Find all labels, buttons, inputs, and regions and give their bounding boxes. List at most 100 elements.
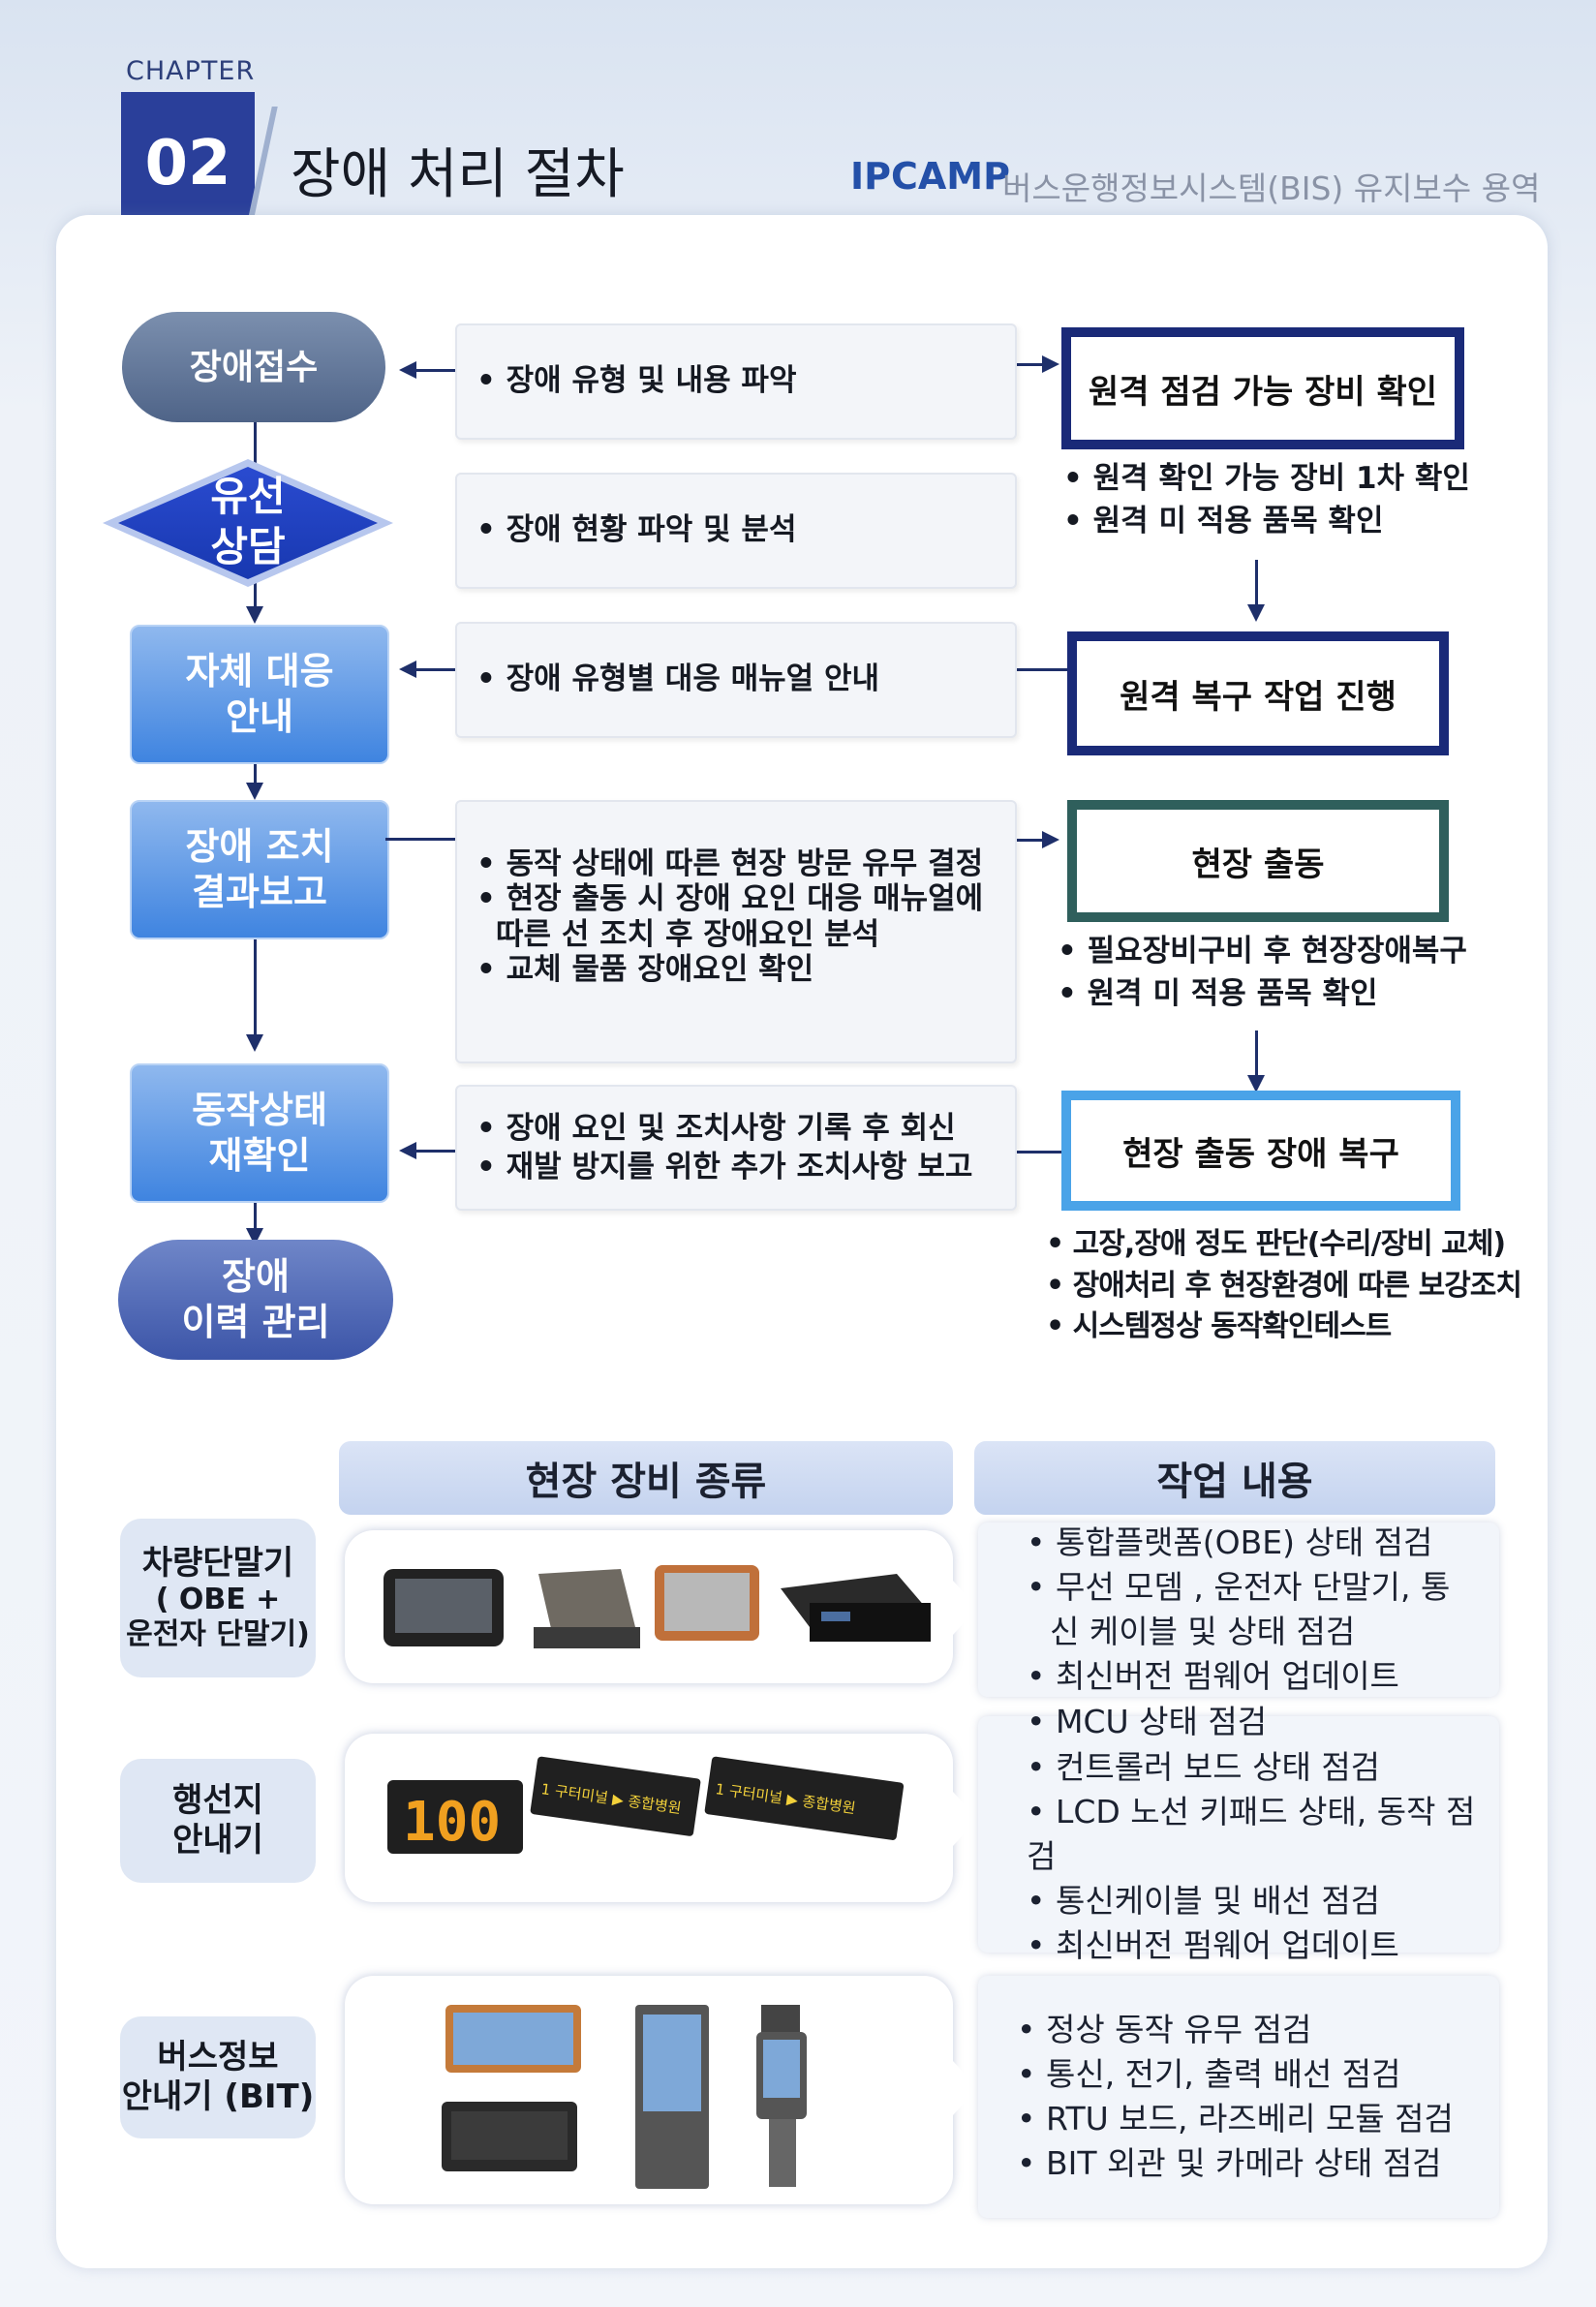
- led-number: 100: [403, 1791, 501, 1854]
- col-header-work: 작업 내용: [974, 1441, 1495, 1515]
- bit-image: [345, 1976, 953, 2204]
- notes-remote-check: 원격 확인 가능 장비 1차 확인 원격 미 적용 품목 확인: [1063, 457, 1470, 542]
- step-label: 장애 조치: [185, 824, 333, 871]
- work-item: 무선 모뎀 , 운전자 단말기, 통신 케이블 및 상태 점검: [1027, 1565, 1457, 1654]
- step-label: 장애: [181, 1254, 329, 1301]
- arrow-left-icon: [399, 661, 416, 678]
- arrow-right-icon: [1042, 355, 1059, 373]
- category-label: ( OBE +: [126, 1583, 310, 1617]
- connector: [414, 668, 455, 671]
- connector: [414, 369, 455, 372]
- arrow-down-icon: [246, 783, 263, 800]
- step-label: 이력 관리: [181, 1300, 329, 1346]
- step-receive: 장애접수: [122, 312, 385, 422]
- box-onsite-recover: 현장 출동 장애 복구: [1061, 1091, 1460, 1211]
- note-item: 장애처리 후 현장환경에 따른 보강조치: [1046, 1266, 1521, 1307]
- connector: [1017, 1151, 1061, 1154]
- desc-item: 장애 요인 및 조치사항 기록 후 회신: [476, 1109, 972, 1148]
- step-label: 상담: [210, 522, 285, 573]
- arrow-down-icon: [1247, 604, 1265, 622]
- desc-item: 장애 현황 파악 및 분석: [476, 512, 796, 548]
- note-item: 원격 미 적용 품목 확인: [1063, 500, 1470, 542]
- work-item: 컨트롤러 보드 상태 점검: [1027, 1745, 1499, 1790]
- project-name: 버스운행정보시스템(BIS) 유지보수 용역: [1002, 163, 1540, 209]
- connector: [1017, 839, 1042, 842]
- box-remote-check: 원격 점검 가능 장비 확인: [1061, 327, 1464, 449]
- equipment-images-vehicle: [345, 1530, 953, 1683]
- work-vehicle: 통합플랫폼(OBE) 상태 점검 무선 모뎀 , 운전자 단말기, 통신 케이블…: [978, 1523, 1499, 1697]
- note-item: 원격 확인 가능 장비 1차 확인: [1063, 457, 1470, 500]
- connector: [1255, 560, 1258, 604]
- work-item: MCU 상태 점검: [1027, 1700, 1499, 1744]
- desc-recheck: 장애 요인 및 조치사항 기록 후 회신 재발 방지를 위한 추가 조치사항 보…: [455, 1085, 1017, 1211]
- connector: [1255, 1030, 1258, 1075]
- box-label: 원격 복구 작업 진행: [1120, 670, 1396, 718]
- arrow-down-icon: [246, 606, 263, 624]
- work-sign: MCU 상태 점검 컨트롤러 보드 상태 점검 LCD 노선 키패드 상태, 동…: [978, 1716, 1499, 1953]
- box-label: 현장 출동 장애 복구: [1122, 1127, 1399, 1175]
- arrow-left-icon: [399, 361, 416, 379]
- step-label: 동작상태: [192, 1088, 327, 1134]
- connector: [1017, 363, 1042, 366]
- chevron-right-icon: [953, 2061, 978, 2115]
- step-label: 결과보고: [185, 870, 333, 916]
- work-item: 통합플랫폼(OBE) 상태 점검: [1027, 1521, 1457, 1565]
- arrow-left-icon: [399, 1142, 416, 1159]
- chapter-number: 02: [121, 92, 255, 235]
- work-item: 정상 동작 유무 점검: [1017, 2008, 1454, 2052]
- step-label: 자체 대응: [185, 649, 333, 695]
- connector: [254, 936, 257, 1042]
- desc-report: 동작 상태에 따른 현장 방문 유무 결정 현장 출동 시 장애 요인 대응 매…: [455, 800, 1017, 1063]
- category-bit: 버스정보 안내기 (BIT): [120, 2016, 316, 2138]
- note-item: 고장,장애 정도 판단(수리/장비 교체): [1046, 1224, 1521, 1266]
- category-label: 버스정보: [122, 2038, 315, 2077]
- notes-onsite: 필요장비구비 후 현장장애복구 원격 미 적용 품목 확인: [1058, 930, 1467, 1015]
- desc-consult: 장애 현황 파악 및 분석: [455, 473, 1017, 589]
- note-item: 원격 미 적용 품목 확인: [1058, 972, 1467, 1015]
- desc-item: 장애 유형 및 내용 파악: [476, 363, 796, 399]
- equipment-images-sign: 100 1 구터미널 ▶ 종합병원 1 구터미널 ▶ 종합병원: [345, 1734, 953, 1902]
- step-label: 유선: [210, 472, 285, 523]
- connector: [385, 838, 455, 841]
- work-item: 최신버전 펌웨어 업데이트: [1027, 1923, 1499, 1968]
- desc-item: 장애 유형별 대응 매뉴얼 안내: [476, 661, 879, 697]
- brand-name: IPCAMP: [850, 155, 1010, 198]
- equipment-images-bit: [345, 1976, 953, 2204]
- chapter-label: CHAPTER: [126, 56, 255, 86]
- page-title: 장애 처리 절차: [291, 131, 625, 209]
- connector: [414, 1150, 455, 1153]
- destination-sign-image: 100 1 구터미널 ▶ 종합병원 1 구터미널 ▶ 종합병원: [345, 1734, 953, 1902]
- desc-self-guide: 장애 유형별 대응 매뉴얼 안내: [455, 622, 1017, 738]
- box-label: 현장 출동: [1192, 838, 1325, 885]
- category-label: 차량단말기: [126, 1544, 310, 1584]
- desc-receive: 장애 유형 및 내용 파악: [455, 323, 1017, 440]
- work-item: RTU 보드, 라즈베리 모듈 점검: [1017, 2097, 1454, 2141]
- note-item: 필요장비구비 후 현장장애복구: [1058, 930, 1467, 972]
- work-item: LCD 노선 키패드 상태, 동작 점검: [1027, 1790, 1499, 1879]
- category-label: 행선지: [172, 1781, 263, 1821]
- desc-item: 현장 출동 시 장애 요인 대응 매뉴얼에 따른 선 조치 후 장애요인 분석: [476, 881, 1003, 952]
- arrow-right-icon: [1042, 831, 1059, 848]
- step-label: 장애접수: [190, 346, 318, 389]
- category-destination-sign: 행선지 안내기: [120, 1759, 316, 1883]
- box-label: 원격 점검 가능 장비 확인: [1089, 365, 1437, 413]
- work-item: 최신버전 펌웨어 업데이트: [1027, 1654, 1457, 1699]
- arrow-down-icon: [246, 1034, 263, 1052]
- work-item: 통신케이블 및 배선 점검: [1027, 1879, 1499, 1923]
- step-label: 안내: [185, 694, 333, 741]
- note-item: 시스템정상 동작확인테스트: [1046, 1307, 1521, 1348]
- step-label: 재확인: [192, 1133, 327, 1180]
- work-item: 통신, 전기, 출력 배선 점검: [1017, 2052, 1454, 2097]
- desc-item: 재발 방지를 위한 추가 조치사항 보고: [476, 1148, 972, 1186]
- box-onsite: 현장 출동: [1067, 800, 1449, 922]
- desc-item: 교체 물품 장애요인 확인: [476, 952, 1003, 987]
- category-vehicle-terminal: 차량단말기 ( OBE + 운전자 단말기): [120, 1519, 316, 1677]
- col-header-equipment: 현장 장비 종류: [339, 1441, 953, 1515]
- box-remote-recover: 원격 복구 작업 진행: [1067, 631, 1449, 755]
- chevron-right-icon: [953, 1792, 978, 1846]
- vehicle-terminal-image: [345, 1530, 953, 1683]
